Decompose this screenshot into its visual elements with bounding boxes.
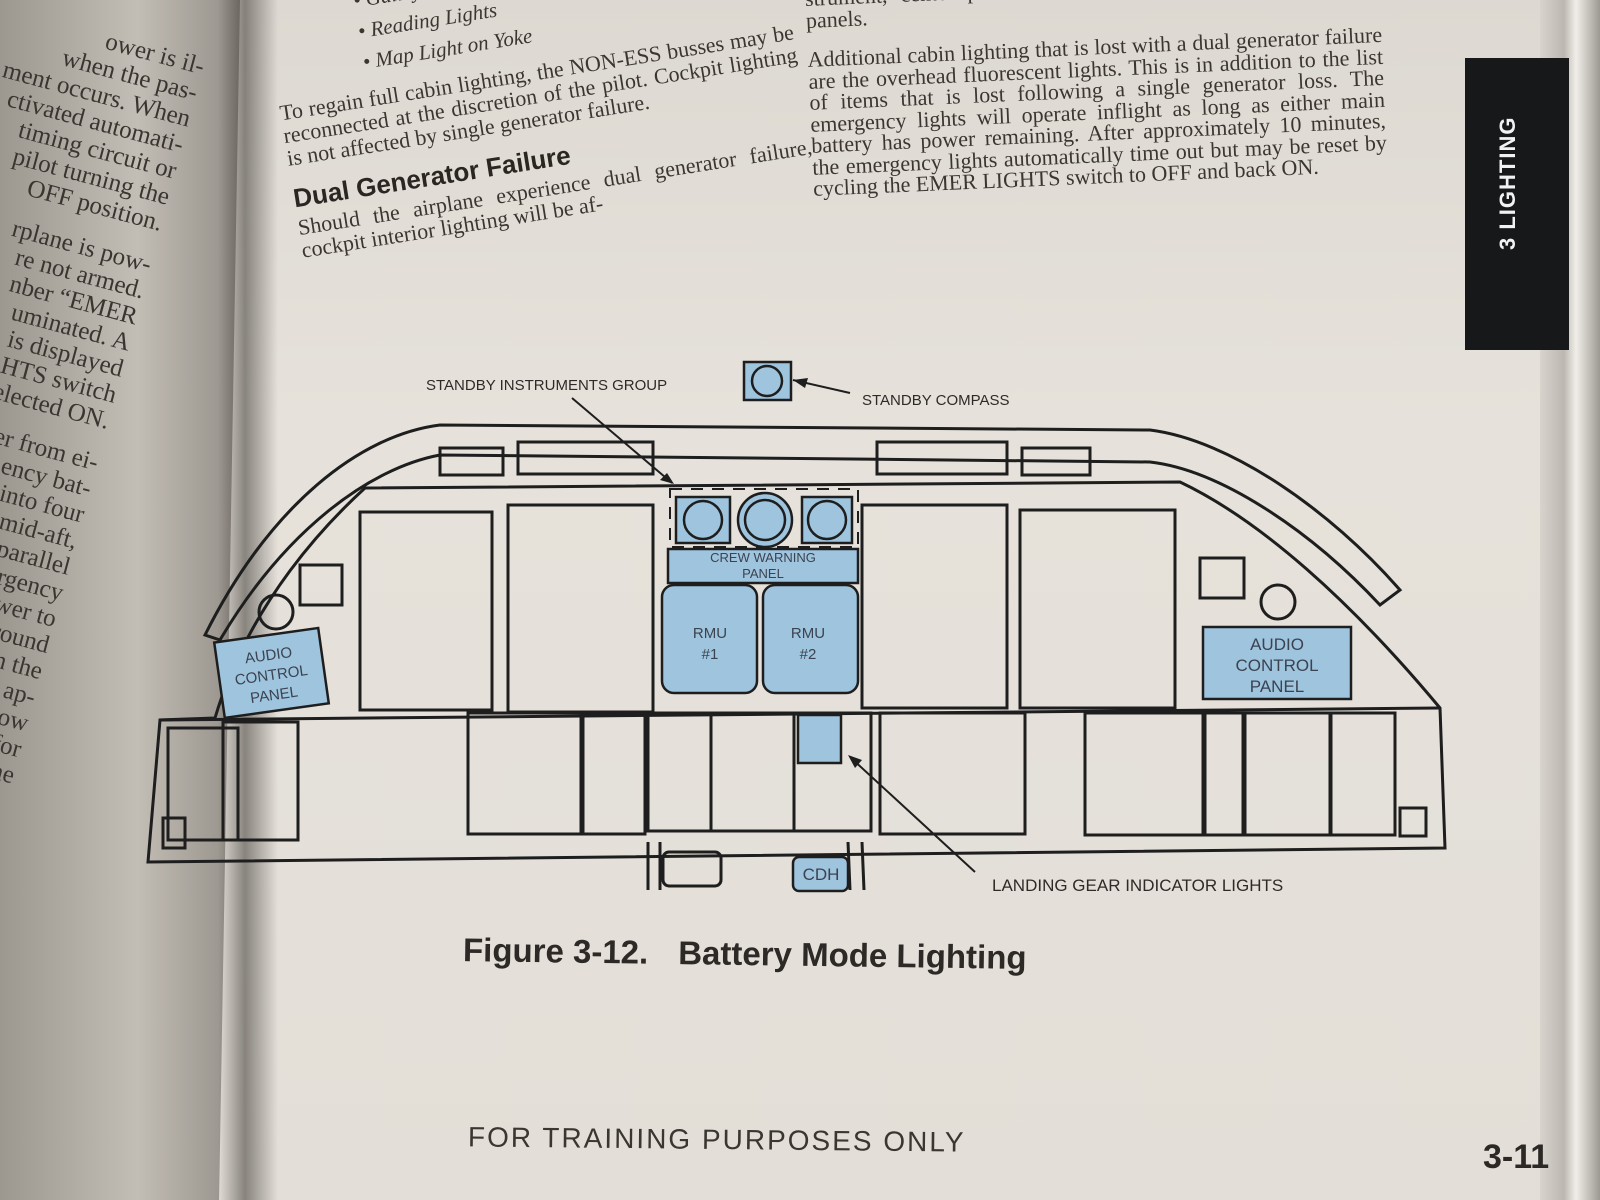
lower-switch-panel [1203,711,1247,837]
standby-gauge-box [800,495,854,545]
rmu-2 [761,583,860,695]
glareshield-slot [438,446,505,477]
glareshield-outline [202,423,1403,642]
leader-standby-instruments [571,397,673,484]
audio-left-label-3: PANEL [249,684,299,708]
landing-gear-callout: LANDING GEAR INDICATOR LIGHTS [992,876,1284,895]
rmu1-label-2: #1 [702,646,719,663]
lower-switch-panel [466,711,583,836]
page-footer: FOR TRAINING PURPOSES ONLY [467,1121,966,1158]
standby-instruments-callout: STANDBY INSTRUMENTS GROUP [426,377,668,394]
standby-compass-callout: STANDBY COMPASS [862,392,1010,409]
audio-right-label-1: AUDIO [1250,635,1304,654]
figure-title: Battery Mode Lighting [677,934,1027,976]
standby-center-gauge-inner [743,498,787,542]
lower-switch-panel [878,711,1027,836]
figure-number: Figure 3-12. [462,931,649,971]
lower-switch-panel [221,720,300,842]
rmu-1 [660,583,759,695]
center-pedestal [646,841,866,891]
display-screen [860,503,1009,710]
rmu2-label-2: #2 [800,646,817,663]
lower-switch-panel [792,711,873,833]
audio-right-label-2: CONTROL [1235,656,1318,675]
lower-corner-box [161,816,187,850]
standby-compass-dial [750,364,784,398]
display-screen [506,503,655,714]
display-screen [1018,508,1177,710]
facing-page: ower is il- when the pas- ment occurs. W… [0,0,250,1200]
lower-corner-box [1398,806,1428,838]
panel-knob [1259,583,1297,621]
cdh-label: CDH [803,865,840,884]
panel-switch [1198,556,1246,600]
panel-knob [257,593,295,631]
panel-switch [298,563,344,607]
rmu1-label-1: RMU [693,625,727,642]
lower-switch-panel [1241,711,1333,837]
lower-switch-panel [646,711,713,833]
glareshield-slot [875,440,1009,476]
cdh [791,855,850,893]
pedestal-box [661,850,723,888]
crew-warning-label-1: CREW WARNING [710,550,816,565]
rmu2-label-1: RMU [791,625,825,642]
standby-attitude-gauge [682,499,724,541]
audio-control-panel-left [212,626,331,720]
main-panel-outline [146,480,1447,864]
audio-right-label-3: PANEL [1250,677,1305,696]
audio-left-label-1: AUDIO [244,644,293,667]
section-tab [1465,58,1569,350]
crew-warning-label-2: PANEL [742,566,784,581]
display-screen [358,510,494,712]
leader-landing-gear [849,756,976,873]
lower-switch-panel [709,711,796,833]
lower-switch-panel [1083,711,1205,837]
glareshield-slot [516,440,655,476]
figure-caption: Figure 3-12. Battery Mode Lighting [463,931,1027,977]
page-number: 3-11 [1483,1138,1550,1176]
lower-switch-panel [581,711,647,836]
arrowhead [793,378,808,388]
arrowhead [660,473,674,484]
audio-control-panel-right [1201,625,1353,701]
standby-airspeed-gauge [806,499,848,541]
glareshield-slot [1020,446,1092,477]
landing-gear-indicator-lights [796,713,843,765]
lower-switch-panel [166,726,240,842]
crew-warning-panel [666,547,860,585]
arrowhead [848,755,862,768]
lower-switch-panel [1328,711,1397,837]
